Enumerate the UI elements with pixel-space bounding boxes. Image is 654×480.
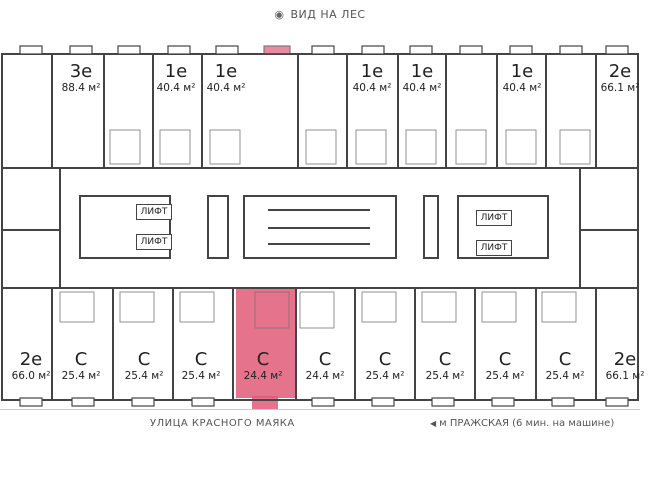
- unit-type: С: [194, 349, 208, 370]
- street-label: УЛИЦА КРАСНОГО МАЯКА: [150, 418, 295, 429]
- unit-type: 1e: [164, 61, 188, 82]
- bathroom-fixtures: [59, 129, 591, 329]
- divider: [0, 409, 640, 410]
- unit-type: 1e: [510, 61, 534, 82]
- unit-area: 66.1 м²: [605, 370, 645, 382]
- unit-type: 2e: [613, 349, 637, 370]
- unit-type: 1e: [410, 61, 434, 82]
- selected-unit-fill: [236, 288, 296, 398]
- unit-type: 1e: [214, 61, 238, 82]
- unit-type: С: [498, 349, 512, 370]
- unit-type: С: [318, 349, 332, 370]
- lift-label: ЛИФТ: [136, 234, 172, 250]
- lift-label: ЛИФТ: [476, 210, 512, 226]
- unit-area: 40.4 м²: [206, 82, 246, 94]
- view-label: ◉ ВИД НА ЛЕС: [0, 8, 640, 21]
- unit-area: 25.4 м²: [545, 370, 585, 382]
- selected-unit-balcony: [252, 396, 278, 410]
- unit-type: С: [378, 349, 392, 370]
- metro-label: ◀м ПРАЖСКАЯ (6 мин. на машине): [430, 418, 614, 429]
- unit-type: С: [558, 349, 572, 370]
- floor-plan: [1, 45, 639, 410]
- unit-area: 66.1 м²: [600, 82, 640, 94]
- lift-label: ЛИФТ: [136, 204, 172, 220]
- unit-area: 88.4 м²: [61, 82, 101, 94]
- unit-area: 40.4 м²: [156, 82, 196, 94]
- unit-area: 25.4 м²: [61, 370, 101, 382]
- unit-type: 2e: [608, 61, 632, 82]
- unit-area: 40.4 м²: [352, 82, 392, 94]
- unit-type: 1e: [360, 61, 384, 82]
- unit-area: 25.4 м²: [124, 370, 164, 382]
- unit-area: 25.4 м²: [181, 370, 221, 382]
- unit-area: 40.4 м²: [402, 82, 442, 94]
- unit-type: С: [438, 349, 452, 370]
- unit-area: 25.4 м²: [485, 370, 525, 382]
- unit-area: 24.4 м²: [243, 370, 283, 382]
- unit-area: 25.4 м²: [425, 370, 465, 382]
- unit-area: 40.4 м²: [502, 82, 542, 94]
- lift-label: ЛИФТ: [476, 240, 512, 256]
- view-label-text: ВИД НА ЛЕС: [290, 8, 366, 21]
- unit-type: С: [74, 349, 88, 370]
- eye-icon: ◉: [274, 8, 285, 21]
- unit-area: 25.4 м²: [365, 370, 405, 382]
- unit-type: 2e: [19, 349, 43, 370]
- unit-type: 3e: [69, 61, 93, 82]
- unit-type: С: [256, 349, 270, 370]
- windows: [19, 45, 629, 407]
- unit-area: 24.4 м²: [305, 370, 345, 382]
- arrow-icon: ◀: [430, 419, 437, 428]
- unit-area: 66.0 м²: [11, 370, 51, 382]
- metro-text: м ПРАЖСКАЯ (6 мин. на машине): [439, 418, 615, 429]
- unit-type: С: [137, 349, 151, 370]
